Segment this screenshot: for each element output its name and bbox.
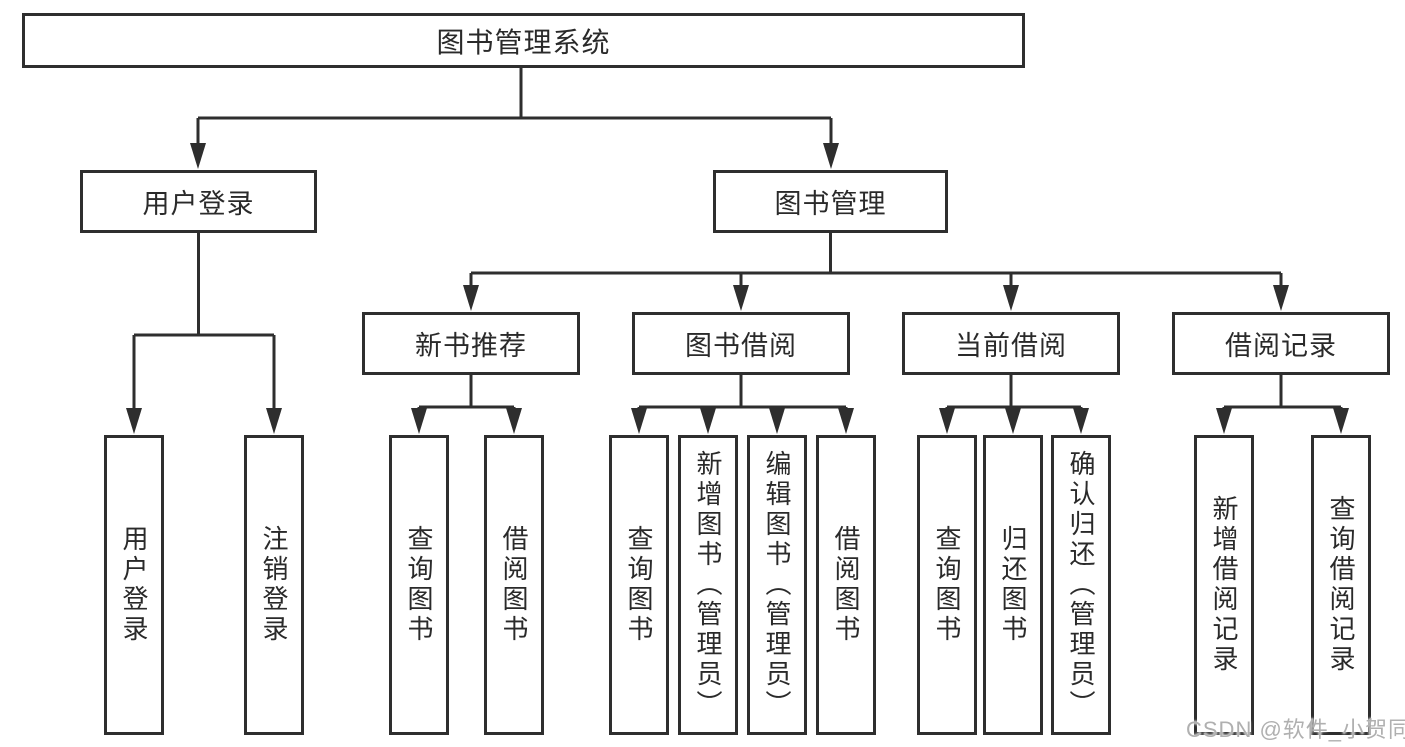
leaf-current-return-books: 归还图书 — [983, 435, 1043, 735]
leaf-records-query-record-label: 查询借阅记录 — [1326, 495, 1356, 675]
node-user-login-label: 用户登录 — [142, 189, 255, 219]
leaf-recommend-borrow-books: 借阅图书 — [484, 435, 544, 735]
node-current-borrow: 当前借阅 — [902, 312, 1120, 375]
arrowhead-icon — [266, 408, 282, 434]
node-borrow-records: 借阅记录 — [1172, 312, 1390, 375]
arrowhead-icon — [939, 408, 955, 434]
leaf-recommend-borrow-books-label: 借阅图书 — [499, 525, 529, 645]
leaf-borrow-query-books-label: 查询图书 — [624, 525, 654, 645]
node-user-login: 用户登录 — [80, 170, 317, 233]
arrowhead-icon — [411, 408, 427, 434]
arrowhead-icon — [190, 143, 206, 169]
leaf-current-query-books: 查询图书 — [917, 435, 977, 735]
leaf-borrow-edit-books-admin-label: 编辑图书（管理员） — [762, 450, 792, 720]
leaf-borrow-query-books: 查询图书 — [609, 435, 669, 735]
arrowhead-icon — [1005, 408, 1021, 434]
arrowhead-icon — [506, 408, 522, 434]
arrowhead-icon — [823, 143, 839, 169]
leaf-recommend-query-books-label: 查询图书 — [404, 525, 434, 645]
leaf-current-query-books-label: 查询图书 — [932, 525, 962, 645]
leaf-recommend-query-books: 查询图书 — [389, 435, 449, 735]
arrowhead-icon — [1003, 285, 1019, 311]
arrowhead-icon — [631, 408, 647, 434]
leaf-borrow-edit-books-admin: 编辑图书（管理员） — [747, 435, 807, 735]
leaf-logout: 注销登录 — [244, 435, 304, 735]
arrowhead-icon — [838, 408, 854, 434]
leaf-user-login: 用户登录 — [104, 435, 164, 735]
arrowhead-icon — [769, 408, 785, 434]
node-book-management-label: 图书管理 — [774, 189, 887, 219]
arrowhead-icon — [1073, 408, 1089, 434]
node-book-borrow-label: 图书借阅 — [685, 331, 797, 361]
leaf-user-login-label: 用户登录 — [119, 525, 149, 645]
arrowhead-icon — [1216, 408, 1232, 434]
arrowhead-icon — [463, 285, 479, 311]
csdn-watermark: CSDN @软件_小贺同学 — [1186, 717, 1405, 742]
leaf-records-query-record: 查询借阅记录 — [1311, 435, 1371, 735]
arrowhead-icon — [700, 408, 716, 434]
leaf-current-return-books-label: 归还图书 — [998, 525, 1028, 645]
node-new-book-recommend-label: 新书推荐 — [415, 331, 527, 361]
node-root-label: 图书管理系统 — [436, 26, 611, 58]
node-book-management: 图书管理 — [713, 170, 948, 233]
leaf-current-confirm-return-admin: 确认归还（管理员） — [1051, 435, 1111, 735]
leaf-records-add-record: 新增借阅记录 — [1194, 435, 1254, 735]
arrowhead-icon — [1273, 285, 1289, 311]
node-root: 图书管理系统 — [22, 13, 1025, 68]
arrowhead-icon — [126, 408, 142, 434]
leaf-current-confirm-return-admin-label: 确认归还（管理员） — [1066, 450, 1096, 720]
arrowhead-icon — [733, 285, 749, 311]
node-borrow-records-label: 借阅记录 — [1225, 331, 1337, 361]
leaf-borrow-borrow-books-label: 借阅图书 — [831, 525, 861, 645]
leaf-borrow-borrow-books: 借阅图书 — [816, 435, 876, 735]
leaf-borrow-add-books-admin-label: 新增图书（管理员） — [693, 450, 723, 720]
arrowhead-icon — [1333, 408, 1349, 434]
node-book-borrow: 图书借阅 — [632, 312, 850, 375]
leaf-borrow-add-books-admin: 新增图书（管理员） — [678, 435, 738, 735]
node-new-book-recommend: 新书推荐 — [362, 312, 580, 375]
node-current-borrow-label: 当前借阅 — [955, 331, 1067, 361]
leaf-logout-label: 注销登录 — [259, 525, 289, 645]
leaf-records-add-record-label: 新增借阅记录 — [1209, 495, 1239, 675]
